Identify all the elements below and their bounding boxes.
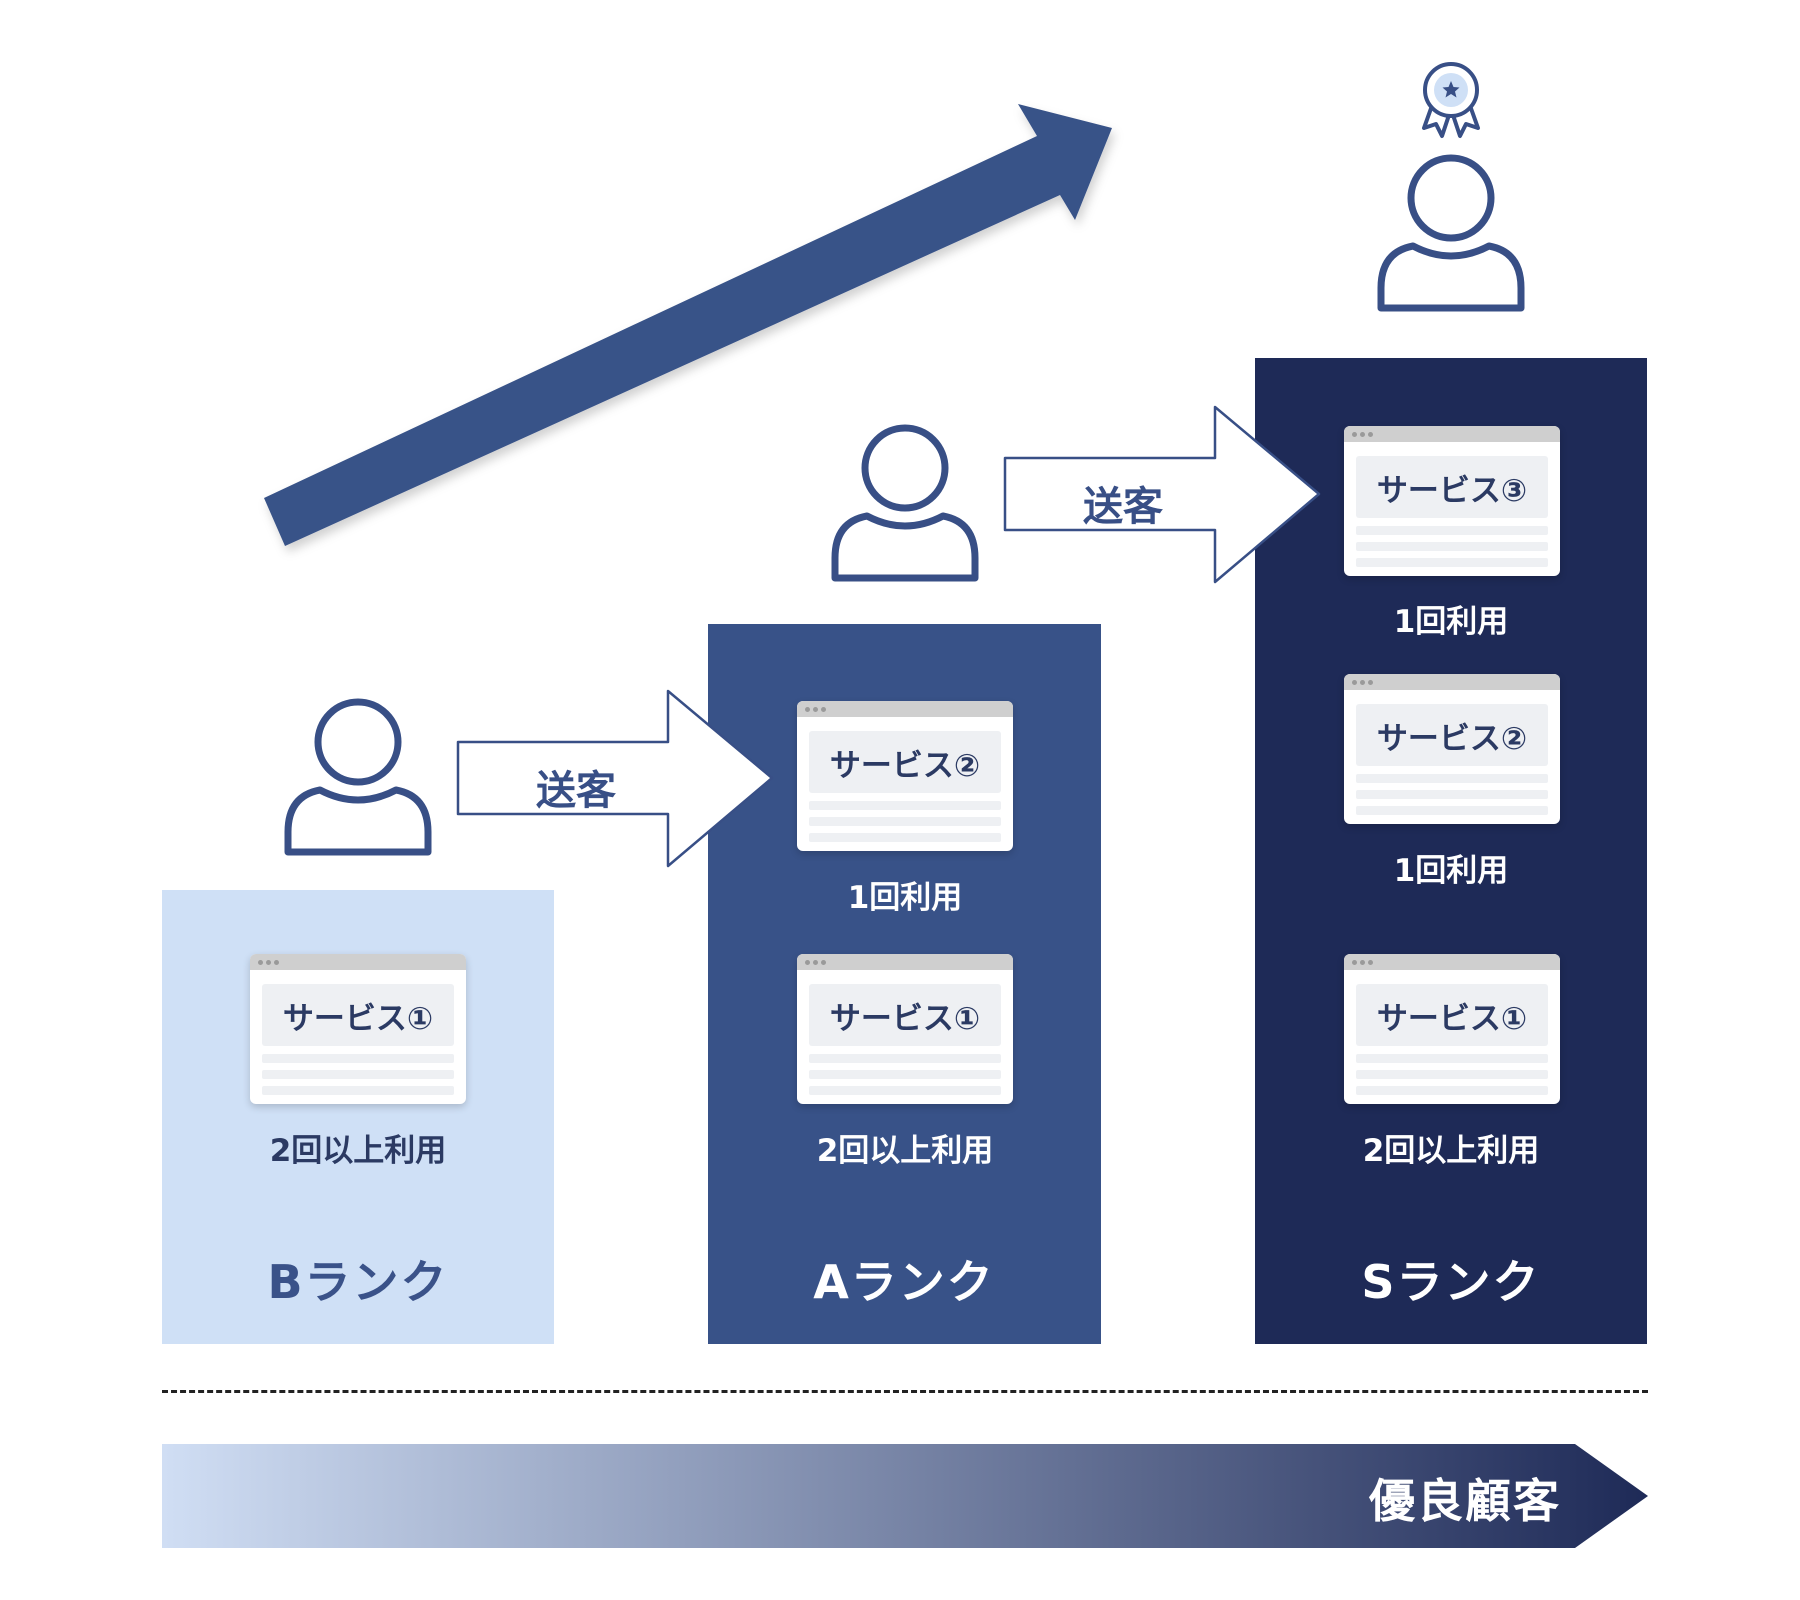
rank-label: Aランク xyxy=(813,1255,995,1309)
usage-label: 1回利用 xyxy=(847,880,963,916)
rank-label: Sランク xyxy=(1361,1255,1541,1309)
usage-label: 2回以上利用 xyxy=(1362,1133,1540,1169)
service-card: サービス① xyxy=(1344,954,1560,1104)
service-card: サービス① xyxy=(797,954,1013,1104)
service-card: サービス③ xyxy=(1344,426,1560,576)
banner-label: 優良顧客 xyxy=(1369,1474,1561,1528)
person-outline-icon xyxy=(284,698,432,856)
person-outline-icon xyxy=(831,424,979,582)
service-card: サービス② xyxy=(1344,674,1560,824)
service-title: サービス② xyxy=(809,731,1001,793)
service-title: サービス① xyxy=(1356,984,1548,1046)
service-title: サービス① xyxy=(262,984,454,1046)
usage-label: 2回以上利用 xyxy=(269,1133,447,1169)
award-ribbon-icon xyxy=(1422,62,1480,138)
transfer-arrow-icon xyxy=(456,689,774,868)
usage-label: 1回利用 xyxy=(1393,853,1509,889)
transfer-label: 送客 xyxy=(536,768,616,814)
service-title: サービス① xyxy=(809,984,1001,1046)
service-card: サービス① xyxy=(250,954,466,1104)
divider-line xyxy=(162,1390,1648,1393)
transfer-arrow-icon xyxy=(1003,405,1321,584)
service-title: サービス② xyxy=(1356,704,1548,766)
service-card: サービス② xyxy=(797,701,1013,851)
rank-label: Bランク xyxy=(267,1255,449,1309)
transfer-label: 送客 xyxy=(1083,484,1163,530)
person-outline-icon xyxy=(1377,154,1525,312)
service-title: サービス③ xyxy=(1356,456,1548,518)
usage-label: 2回以上利用 xyxy=(816,1133,994,1169)
usage-label: 1回利用 xyxy=(1393,604,1509,640)
